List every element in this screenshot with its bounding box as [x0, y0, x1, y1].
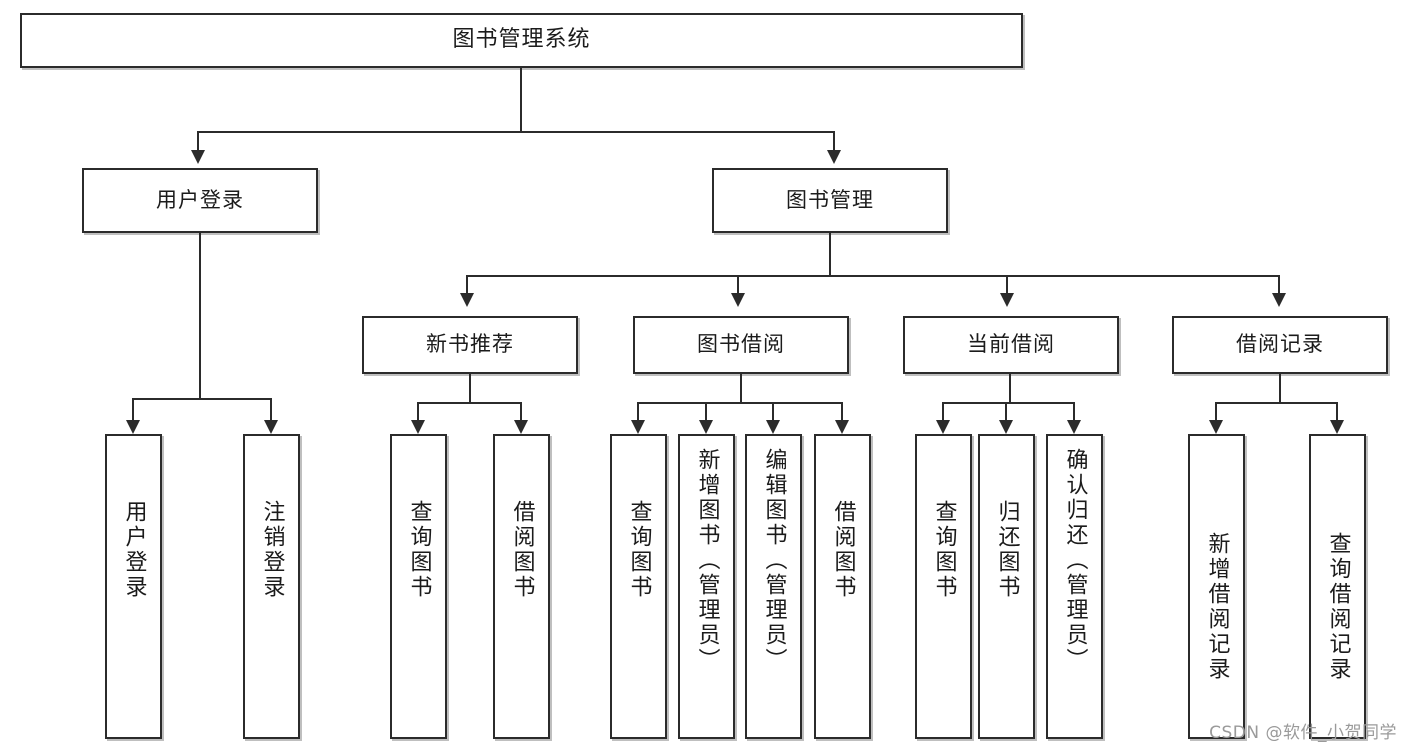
arrowhead-nb-query — [411, 420, 425, 434]
node-label: 注销登录 — [259, 500, 285, 600]
leaf-user-login[interactable]: 用户登录 — [105, 434, 162, 739]
leaf-cb-query-book[interactable]: 查询图书 — [915, 434, 972, 739]
node-label: 图书借阅 — [697, 332, 785, 357]
node-borrow-record[interactable]: 借阅记录 — [1172, 316, 1388, 374]
connector-current-borrow-bus — [942, 402, 1075, 404]
arrowhead-bb-lend — [835, 420, 849, 434]
node-book-management[interactable]: 图书管理 — [712, 168, 948, 233]
connector-cb-child-1 — [942, 402, 944, 422]
node-current-borrow[interactable]: 当前借阅 — [903, 316, 1119, 374]
connector-bb-child-3 — [772, 402, 774, 422]
node-label: 查询借阅记录 — [1325, 532, 1351, 682]
node-label: 查询图书 — [931, 500, 957, 600]
connector-bb-child-2 — [705, 402, 707, 422]
node-label: 查询图书 — [626, 500, 652, 600]
arrowhead-leaf-user-login — [126, 420, 140, 434]
node-label: 新增借阅记录 — [1204, 532, 1230, 682]
node-new-book-recommend[interactable]: 新书推荐 — [362, 316, 578, 374]
connector-root-bus — [197, 131, 834, 133]
node-label: 借阅记录 — [1236, 332, 1324, 357]
connector-book-borrow-bus — [637, 402, 843, 404]
node-label: 图书管理系统 — [452, 27, 591, 53]
connector-book-borrow-stem — [740, 374, 742, 402]
arrowhead-borrow-record — [1272, 293, 1286, 307]
leaf-bb-edit-book-admin[interactable]: 编辑图书（管理员） — [745, 434, 802, 739]
node-label: 当前借阅 — [967, 332, 1055, 357]
connector-user-login-bus — [132, 398, 270, 400]
connector-borrow-record-stem — [1279, 374, 1281, 402]
connector-to-book-borrow — [737, 275, 739, 295]
leaf-cb-return-book[interactable]: 归还图书 — [978, 434, 1035, 739]
node-label: 确认归还（管理员） — [1062, 448, 1088, 673]
csdn-watermark: CSDN @软件_小贺同学 — [1209, 723, 1397, 743]
arrowhead-book-borrow — [731, 293, 745, 307]
node-label: 编辑图书（管理员） — [761, 448, 787, 673]
leaf-bb-add-book-admin[interactable]: 新增图书（管理员） — [678, 434, 735, 739]
leaf-cb-confirm-return-admin[interactable]: 确认归还（管理员） — [1046, 434, 1103, 739]
node-label: 归还图书 — [994, 500, 1020, 600]
connector-book-mgmt-bus — [466, 275, 1280, 277]
connector-new-book-stem — [469, 374, 471, 402]
arrowhead-new-book — [460, 293, 474, 307]
node-label: 图书管理 — [786, 187, 874, 212]
arrowhead-cb-return — [999, 420, 1013, 434]
connector-to-borrow-record — [1278, 275, 1280, 295]
connector-user-login-child-1 — [132, 398, 134, 422]
connector-user-login-child-2 — [270, 398, 272, 422]
node-label: 新书推荐 — [426, 332, 514, 357]
node-label: 查询图书 — [406, 500, 432, 600]
arrowhead-bb-query — [631, 420, 645, 434]
connector-to-current-borrow — [1006, 275, 1008, 295]
connector-bb-child-4 — [841, 402, 843, 422]
arrowhead-bb-edit — [766, 420, 780, 434]
connector-to-new-book — [466, 275, 468, 295]
connector-cb-child-2 — [1005, 402, 1007, 422]
connector-br-child-1 — [1215, 402, 1217, 422]
leaf-nb-query-book[interactable]: 查询图书 — [390, 434, 447, 739]
connector-root-to-user-login — [197, 131, 199, 152]
connector-cb-child-3 — [1073, 402, 1075, 422]
arrowhead-cb-confirm — [1067, 420, 1081, 434]
connector-root-stem — [520, 68, 522, 131]
arrowhead-cb-query — [936, 420, 950, 434]
arrowhead-leaf-logout — [264, 420, 278, 434]
node-user-login[interactable]: 用户登录 — [82, 168, 318, 233]
arrowhead-user-login — [191, 150, 205, 164]
connector-new-book-child-2 — [520, 402, 522, 422]
arrowhead-br-add — [1209, 420, 1223, 434]
node-root-system[interactable]: 图书管理系统 — [20, 13, 1023, 68]
leaf-logout[interactable]: 注销登录 — [243, 434, 300, 739]
leaf-br-query-record[interactable]: 查询借阅记录 — [1309, 434, 1366, 739]
node-label: 借阅图书 — [830, 500, 856, 600]
node-label: 用户登录 — [156, 187, 244, 212]
arrowhead-current-borrow — [1000, 293, 1014, 307]
connector-root-to-book-mgmt — [833, 131, 835, 152]
arrowhead-book-mgmt — [827, 150, 841, 164]
connector-new-book-bus — [417, 402, 522, 404]
arrowhead-bb-add — [699, 420, 713, 434]
connector-user-login-stem — [199, 233, 201, 398]
connector-new-book-child-1 — [417, 402, 419, 422]
node-book-borrow[interactable]: 图书借阅 — [633, 316, 849, 374]
node-label: 新增图书（管理员） — [694, 448, 720, 673]
connector-book-mgmt-stem — [829, 233, 831, 275]
connector-bb-child-1 — [637, 402, 639, 422]
arrowhead-nb-borrow — [514, 420, 528, 434]
leaf-bb-query-book[interactable]: 查询图书 — [610, 434, 667, 739]
arrowhead-br-query — [1330, 420, 1344, 434]
leaf-br-add-record[interactable]: 新增借阅记录 — [1188, 434, 1245, 739]
leaf-nb-borrow-book[interactable]: 借阅图书 — [493, 434, 550, 739]
node-label: 用户登录 — [121, 500, 147, 600]
connector-current-borrow-stem — [1009, 374, 1011, 402]
leaf-bb-lend-book[interactable]: 借阅图书 — [814, 434, 871, 739]
connector-br-child-2 — [1336, 402, 1338, 422]
node-label: 借阅图书 — [509, 500, 535, 600]
connector-borrow-record-bus — [1215, 402, 1337, 404]
